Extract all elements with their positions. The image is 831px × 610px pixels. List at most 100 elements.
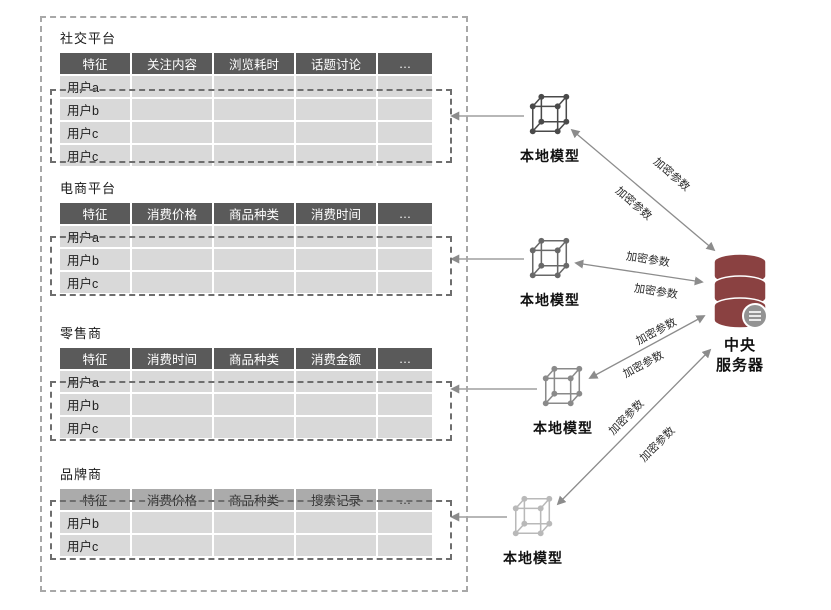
table-header-cell: 消费时间 <box>132 348 212 369</box>
platform-title: 品牌商 <box>60 467 103 482</box>
table-cell-empty <box>214 76 294 97</box>
local-model-1: 本地模型 <box>502 92 598 166</box>
table-header-cell: 商品种类 <box>214 203 294 224</box>
table-cell-empty <box>296 76 376 97</box>
table-cell-empty <box>378 122 432 143</box>
edge-label-encrypted-params: 加密参数 <box>637 424 678 465</box>
table-cell-empty <box>378 535 432 556</box>
table-cell-empty <box>296 272 376 293</box>
server-label: 中央 服务器 <box>716 336 764 377</box>
table-cell-empty <box>132 145 212 166</box>
edge-label-encrypted-params: 加密参数 <box>621 349 666 381</box>
table-header-cell: 浏览耗时 <box>214 53 294 74</box>
table-cell-empty <box>132 76 212 97</box>
table-cell-empty <box>378 512 432 533</box>
sample-selection-box <box>50 89 452 163</box>
table-cell-empty <box>214 145 294 166</box>
edge-label-encrypted-params: 加密参数 <box>625 250 671 270</box>
table-cell-empty <box>296 249 376 270</box>
local-model-icon <box>527 92 573 143</box>
table-row-label: 用户c <box>60 145 130 166</box>
table-cell-empty <box>378 394 432 415</box>
edge-label-encrypted-params: 加密参数 <box>650 155 692 194</box>
sample-selection-box <box>50 381 452 441</box>
local-model-4: 本地模型 <box>485 494 581 568</box>
table-cell-empty <box>132 512 212 533</box>
table-row-label: 用户c <box>60 417 130 438</box>
table-header-cell: 消费金额 <box>296 348 376 369</box>
table-cell-empty <box>296 99 376 120</box>
table-header-cell: 特征 <box>60 203 130 224</box>
sample-selection-box <box>50 500 452 560</box>
local-model-2: 本地模型 <box>502 236 598 310</box>
table-row-label: 用户c <box>60 122 130 143</box>
table-cell-empty <box>214 417 294 438</box>
table-header-cell: 关注内容 <box>132 53 212 74</box>
edge-label-encrypted-params: 加密参数 <box>633 282 679 302</box>
table-cell-empty <box>296 122 376 143</box>
table-cell-empty <box>378 99 432 120</box>
table-cell-empty <box>378 272 432 293</box>
table-cell-empty <box>132 99 212 120</box>
table-cell-empty <box>378 249 432 270</box>
local-model-icon <box>540 364 586 415</box>
data-parties-group-box <box>40 16 468 592</box>
table-header-cell: 话题讨论 <box>296 53 376 74</box>
table-header-cell: 特征 <box>60 348 130 369</box>
table-cell-empty <box>296 394 376 415</box>
table-row-label: 用户b <box>60 99 130 120</box>
table-cell-empty <box>378 417 432 438</box>
table-header-cell: … <box>378 489 432 510</box>
table-header-cell: 消费价格 <box>132 203 212 224</box>
local-model-3: 本地模型 <box>515 364 611 438</box>
edge-label-encrypted-params: 加密参数 <box>612 184 654 223</box>
central-server: 中央 服务器 <box>690 246 790 377</box>
table-cell-empty <box>296 417 376 438</box>
server-label-line1: 中央 <box>723 337 756 354</box>
table-cell-empty <box>214 122 294 143</box>
local-model-label: 本地模型 <box>533 420 593 436</box>
local-model-icon <box>510 494 556 545</box>
local-model-label: 本地模型 <box>503 550 563 566</box>
table-header-cell: 消费时间 <box>296 203 376 224</box>
table-cell-empty <box>296 535 376 556</box>
table-row-label: 用户c <box>60 535 130 556</box>
table-cell-empty <box>378 145 432 166</box>
table-header-cell: … <box>378 53 432 74</box>
server-label-line2: 服务器 <box>715 357 764 375</box>
table-header-cell: 特征 <box>60 53 130 74</box>
table-header-cell: 商品种类 <box>214 348 294 369</box>
table-cell-empty <box>214 249 294 270</box>
table-cell-empty <box>296 145 376 166</box>
platform-title: 零售商 <box>60 326 103 341</box>
platform-title: 电商平台 <box>60 181 117 196</box>
table-cell-empty <box>132 249 212 270</box>
table-row-label: 用户b <box>60 249 130 270</box>
table-cell-empty <box>132 394 212 415</box>
table-cell-empty <box>132 272 212 293</box>
edge-label-encrypted-params: 加密参数 <box>606 397 647 438</box>
table-cell-empty <box>214 394 294 415</box>
table-cell-empty <box>132 417 212 438</box>
table-row-label: 用户a <box>60 76 130 97</box>
table-header-cell: … <box>378 203 432 224</box>
local-model-icon <box>527 236 573 287</box>
table-cell-empty <box>214 272 294 293</box>
platform-title: 社交平台 <box>60 31 117 46</box>
table-row-label: 用户b <box>60 512 130 533</box>
local-model-label: 本地模型 <box>520 292 580 308</box>
table-cell-empty <box>214 512 294 533</box>
table-row-label: 用户c <box>60 272 130 293</box>
local-model-label: 本地模型 <box>520 148 580 164</box>
table-cell-empty <box>214 99 294 120</box>
table-cell-empty <box>296 512 376 533</box>
edge-label-encrypted-params: 加密参数 <box>634 316 679 348</box>
table-cell-empty <box>132 122 212 143</box>
database-server-icon <box>713 253 768 329</box>
table-cell-empty <box>378 76 432 97</box>
table-row-label: 用户b <box>60 394 130 415</box>
